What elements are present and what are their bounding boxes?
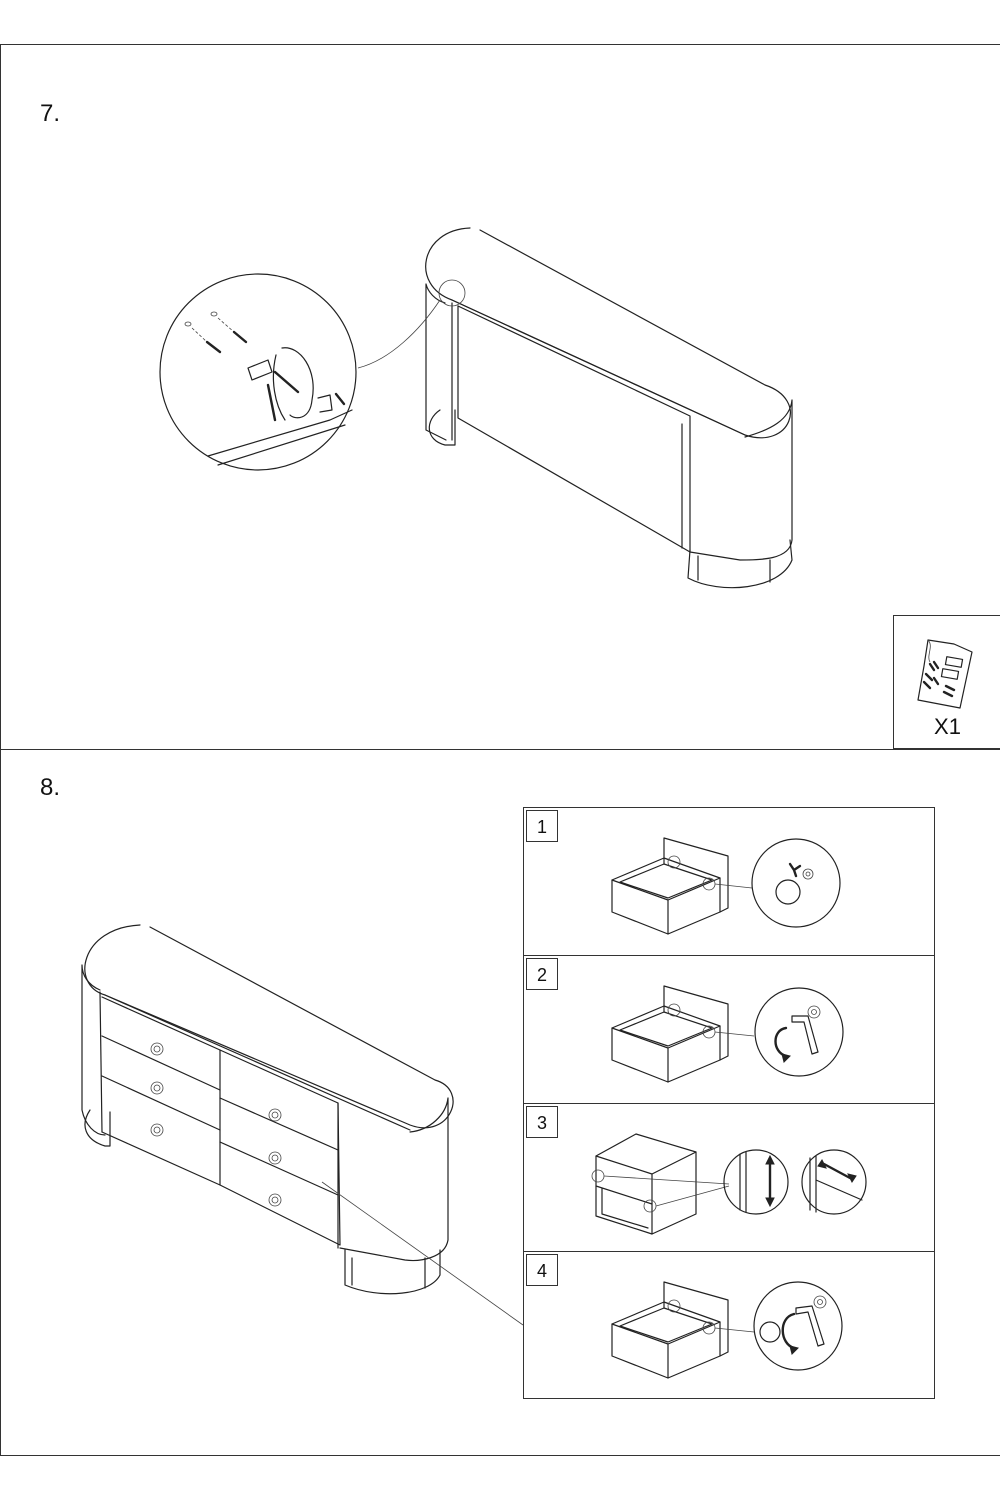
drawer-adjust-icon — [591, 1133, 867, 1235]
substep-4: 4 — [524, 1252, 934, 1398]
step-8-detail-panel: 1 2 3 — [523, 807, 935, 1399]
substep-3: 3 — [524, 1104, 934, 1252]
step-7-label: 7. — [40, 100, 61, 127]
page-frame — [0, 44, 1000, 1456]
substep-2: 2 — [524, 956, 934, 1104]
substep-1: 1 — [524, 808, 934, 956]
instruction-manual-icon — [917, 639, 973, 709]
kit-box: X1 — [893, 615, 1000, 749]
kit-count: X1 — [934, 714, 961, 739]
substep-4-number: 4 — [526, 1254, 558, 1286]
substep-1-number: 1 — [526, 810, 558, 842]
substep-2-number: 2 — [526, 958, 558, 990]
drawer-knob-icon — [611, 837, 841, 935]
step-divider — [0, 749, 1000, 750]
hex-key-tighten-icon — [611, 985, 844, 1083]
substep-3-number: 3 — [526, 1106, 558, 1138]
frame-left-edge — [0, 44, 1, 1456]
step-8-label: 8. — [40, 774, 61, 801]
hex-key-tighten-icon — [611, 1281, 843, 1379]
